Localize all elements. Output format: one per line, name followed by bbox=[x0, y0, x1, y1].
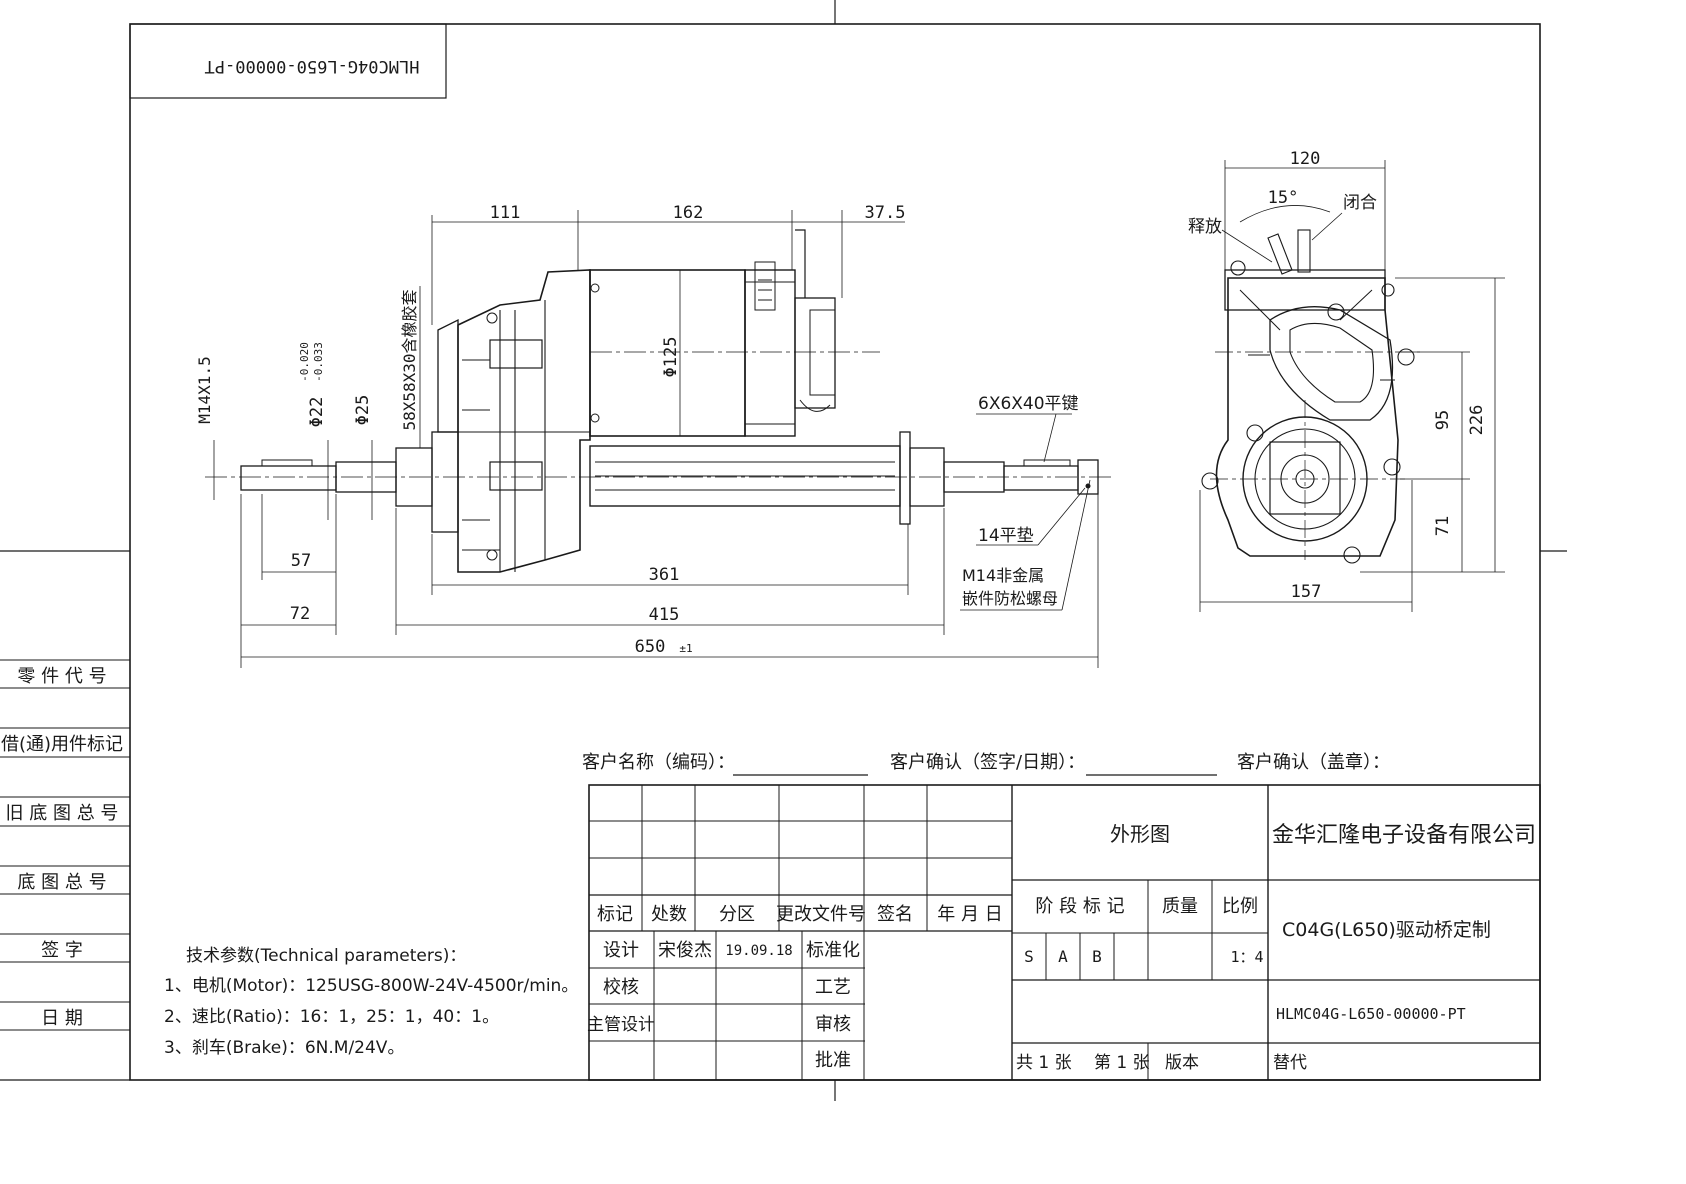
dim-37-5: 37.5 bbox=[865, 203, 906, 223]
tb-scale-value: 1：4 bbox=[1230, 948, 1263, 966]
label-release: 释放 bbox=[1188, 217, 1222, 237]
customer-name-label: 客户名称（编码）： bbox=[582, 752, 735, 773]
drawing-sheet: HLMC04G-L650-00000-PT 零 件 代 号 借(通)用件标记 旧… bbox=[0, 0, 1567, 1101]
tb-chief: 主管设计 bbox=[587, 1015, 655, 1035]
tb-col-zone: 分区 bbox=[719, 904, 755, 925]
tb-product: C04G(L650)驱动桥定制 bbox=[1282, 919, 1491, 941]
tb-mass: 质量 bbox=[1162, 896, 1198, 917]
dim-157: 157 bbox=[1291, 582, 1322, 602]
callout-key: 6X6X40平键 bbox=[978, 394, 1079, 414]
tb-approve: 批准 bbox=[815, 1050, 851, 1071]
mirrored-drawing-number: HLMC04G-L650-00000-PT bbox=[205, 56, 420, 76]
side-dimensions: 120 15° 释放 闭合 95 226 71 157 bbox=[1188, 149, 1505, 612]
tb-stage: 阶 段 标 记 bbox=[1035, 896, 1124, 917]
tech-line-3: 3、刹车(Brake)：6N.M/24V。 bbox=[164, 1038, 404, 1058]
customer-row: 客户名称（编码）： 客户确认（签字/日期）： 客户确认（盖章）： bbox=[582, 752, 1390, 776]
dim-361: 361 bbox=[649, 565, 680, 585]
side-column: 零 件 代 号 借(通)用件标记 旧 底 图 总 号 底 图 总 号 签 字 日… bbox=[0, 659, 130, 1031]
tb-col-sign: 签名 bbox=[877, 904, 913, 925]
tb-drawing-number: HLMC04G-L650-00000-PT bbox=[1276, 1005, 1466, 1023]
tb-company: 金华汇隆电子设备有限公司 bbox=[1272, 823, 1536, 848]
dim-650-tol: ±1 bbox=[679, 642, 692, 655]
dim-71: 71 bbox=[1433, 516, 1453, 536]
side-label-date: 日 期 bbox=[41, 1008, 83, 1029]
dim-111: 111 bbox=[490, 203, 521, 223]
dim-226: 226 bbox=[1467, 405, 1487, 436]
callout-washer: 14平垫 bbox=[978, 526, 1034, 546]
dim-phi22: Φ22 bbox=[307, 397, 327, 428]
dim-415: 415 bbox=[649, 605, 680, 625]
side-label-old-base: 旧 底 图 总 号 bbox=[6, 803, 119, 824]
tb-stage-s: S bbox=[1024, 947, 1034, 966]
tb-process: 工艺 bbox=[815, 977, 851, 998]
tb-stage-a: A bbox=[1058, 947, 1068, 966]
tb-view-name: 外形图 bbox=[1110, 822, 1170, 846]
dim-72: 72 bbox=[290, 604, 310, 624]
dim-phi125: Φ125 bbox=[661, 337, 681, 378]
tech-params: 技术参数(Technical parameters)： 1、电机(Motor)：… bbox=[164, 946, 578, 1058]
tb-check: 校核 bbox=[603, 977, 639, 998]
tb-replace: 替代 bbox=[1273, 1053, 1307, 1073]
tol-lower: -0.033 bbox=[312, 342, 325, 382]
dim-58x58x30: 58X58X30含橡胶套 bbox=[400, 289, 419, 430]
tol-upper: -0.020 bbox=[298, 342, 311, 382]
dim-15deg: 15° bbox=[1268, 188, 1299, 208]
dim-m14x1-5: M14X1.5 bbox=[195, 356, 214, 423]
front-view bbox=[205, 229, 1115, 573]
callout-nut-2: 嵌件防松螺母 bbox=[962, 589, 1058, 608]
tb-scale: 比例 bbox=[1222, 896, 1258, 917]
dim-120: 120 bbox=[1290, 149, 1321, 169]
tb-stage-b: B bbox=[1092, 947, 1102, 966]
tech-line-2: 2、速比(Ratio)：16：1，25：1，40：1。 bbox=[164, 1007, 499, 1027]
label-close: 闭合 bbox=[1343, 193, 1377, 213]
side-label-base: 底 图 总 号 bbox=[17, 872, 106, 893]
customer-sign-label: 客户确认（签字/日期）： bbox=[890, 752, 1085, 773]
side-label-borrowed: 借(通)用件标记 bbox=[1, 734, 123, 755]
title-block: 标记 处数 分区 更改文件号 签名 年 月 日 设计 宋俊杰 19.09.18 … bbox=[587, 784, 1541, 1081]
tb-col-mark: 标记 bbox=[597, 904, 633, 925]
tb-design-date: 19.09.18 bbox=[725, 943, 792, 959]
tb-standard: 标准化 bbox=[806, 940, 860, 961]
tb-col-qty: 处数 bbox=[651, 904, 687, 925]
tb-col-date: 年 月 日 bbox=[937, 904, 1002, 925]
tb-col-change: 更改文件号 bbox=[776, 904, 866, 925]
side-view bbox=[1201, 229, 1420, 564]
dim-650: 650 bbox=[635, 637, 666, 657]
tech-title: 技术参数(Technical parameters)： bbox=[186, 946, 466, 966]
tb-sheet-no: 第 1 张 bbox=[1094, 1053, 1150, 1073]
dim-162: 162 bbox=[673, 203, 704, 223]
mirrored-number-box: HLMC04G-L650-00000-PT bbox=[129, 23, 447, 99]
tb-review: 审核 bbox=[815, 1014, 851, 1035]
tb-version: 版本 bbox=[1165, 1053, 1199, 1073]
front-dimensions: 111 162 37.5 Φ125 58X58X30含橡胶套 M14X1.5 Φ… bbox=[195, 203, 1099, 668]
tb-design: 设计 bbox=[603, 940, 639, 961]
dim-57: 57 bbox=[291, 551, 311, 571]
callout-nut-1: M14非金属 bbox=[962, 566, 1044, 585]
tech-line-1: 1、电机(Motor)：125USG-800W-24V-4500r/min。 bbox=[164, 976, 578, 996]
side-label-part-code: 零 件 代 号 bbox=[17, 666, 106, 687]
tb-sheets: 共 1 张 bbox=[1016, 1053, 1072, 1073]
tb-designer: 宋俊杰 bbox=[658, 940, 712, 961]
customer-stamp-label: 客户确认（盖章）： bbox=[1237, 752, 1390, 773]
dim-95: 95 bbox=[1433, 410, 1453, 430]
side-label-signature: 签 字 bbox=[41, 940, 83, 961]
dim-phi25: Φ25 bbox=[353, 395, 373, 426]
